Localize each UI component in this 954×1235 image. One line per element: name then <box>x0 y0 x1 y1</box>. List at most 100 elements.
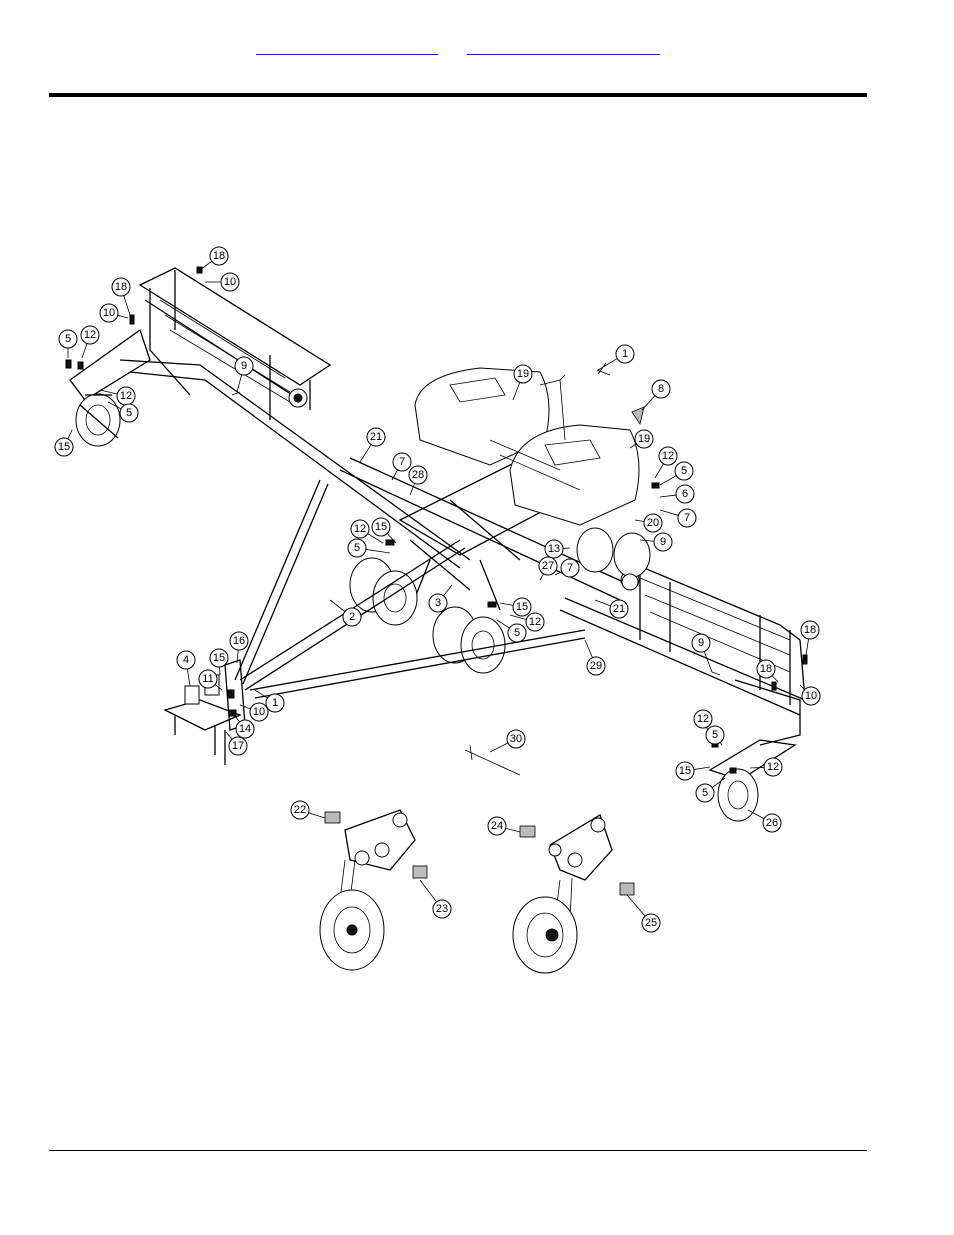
callout-circle <box>290 800 310 820</box>
right-wing-boom <box>559 559 806 746</box>
callout-circle <box>512 597 532 617</box>
callout-number: 18 <box>760 663 772 675</box>
callout-number: 12 <box>767 761 779 773</box>
callout-number: 7 <box>399 456 405 468</box>
callout-number: 18 <box>213 250 225 262</box>
callout-number: 10 <box>224 276 236 288</box>
callout-number: 6 <box>682 488 688 500</box>
callout-leader <box>67 429 73 440</box>
callout-number: 13 <box>548 543 560 555</box>
callout-5: 5 <box>347 538 391 558</box>
callout-circle <box>119 403 139 423</box>
callout-number: 24 <box>491 820 503 832</box>
callout-circle <box>209 246 229 266</box>
callout-leader <box>554 571 563 576</box>
callout-leader <box>236 374 243 393</box>
callout-leader <box>594 599 611 607</box>
callout-5: 5 <box>107 401 139 423</box>
callout-circle <box>513 364 533 384</box>
callout-number: 5 <box>712 729 718 741</box>
callout-leader <box>329 599 346 612</box>
callout-circle <box>342 607 362 627</box>
callout-12: 12 <box>509 612 545 632</box>
callout-circle <box>99 303 119 323</box>
callout-21: 21 <box>359 427 386 463</box>
callout-9: 9 <box>234 356 254 393</box>
callout-29: 29 <box>584 639 606 676</box>
callout-circle <box>487 816 507 836</box>
callout-1: 1 <box>597 344 635 371</box>
callout-12: 12 <box>693 709 714 743</box>
callout-number: 17 <box>232 740 244 752</box>
callout-15: 15 <box>675 761 711 781</box>
callout-number: 15 <box>375 521 387 533</box>
callout-leader <box>186 668 191 687</box>
callout-circle <box>371 517 391 537</box>
top-rule <box>49 93 867 97</box>
callout-leader <box>539 573 544 581</box>
callout-leader <box>308 812 326 819</box>
callout-leader <box>641 395 656 411</box>
callout-12: 12 <box>749 757 783 777</box>
callout-leader <box>391 469 398 481</box>
callout-number: 4 <box>183 654 189 666</box>
callout-number: 11 <box>202 673 213 685</box>
callout-6: 6 <box>659 484 695 504</box>
callout-leader <box>239 704 251 710</box>
callout-leader <box>626 894 646 917</box>
callout-number: 5 <box>514 627 520 639</box>
callout-leader <box>107 401 122 410</box>
callout-7: 7 <box>391 452 412 481</box>
callout-10: 10 <box>239 702 269 722</box>
callout-number: 1 <box>622 348 628 360</box>
callout-leader <box>489 742 509 753</box>
callout-number: 12 <box>662 450 674 462</box>
callout-number: 30 <box>510 733 522 745</box>
callout-5: 5 <box>705 725 725 746</box>
callout-leader <box>386 533 397 544</box>
callout-circle <box>234 356 254 376</box>
callout-17: 17 <box>225 731 248 756</box>
callout-circle <box>235 719 255 739</box>
callout-15: 15 <box>209 648 229 676</box>
callout-number: 1 <box>272 697 278 709</box>
callout-23: 23 <box>419 879 452 919</box>
callout-25: 25 <box>626 894 661 933</box>
header-link-2[interactable] <box>467 38 660 55</box>
callout-1: 1 <box>254 689 285 713</box>
callout-circle <box>756 659 776 679</box>
callout-number: 12 <box>697 713 709 725</box>
callout-number: 25 <box>645 917 657 929</box>
callout-leader <box>749 766 765 769</box>
callout-circle <box>507 623 527 643</box>
callout-number: 28 <box>412 469 424 481</box>
callout-circle <box>762 813 782 833</box>
callout-circle <box>544 539 564 559</box>
callout-circle <box>651 379 671 399</box>
callout-12: 12 <box>99 386 136 406</box>
callout-leader <box>771 675 779 683</box>
callout-leader <box>597 358 618 371</box>
callout-leader <box>123 295 131 316</box>
hardware-marks <box>65 266 808 776</box>
callout-leader <box>254 689 268 699</box>
header-link-1[interactable] <box>256 38 438 55</box>
callout-circle <box>54 437 74 457</box>
callout-circle <box>705 725 725 745</box>
left-wing-boom <box>119 267 471 569</box>
callout-leader <box>805 638 809 656</box>
callout-circle <box>634 429 654 449</box>
tanks <box>414 367 640 526</box>
callout-leader <box>199 261 212 271</box>
callout-number: 29 <box>590 660 602 672</box>
callout-circle <box>506 729 526 749</box>
callout-18: 18 <box>199 246 229 271</box>
callout-5: 5 <box>695 777 726 803</box>
callout-circle <box>675 761 695 781</box>
callout-number: 19 <box>517 368 529 380</box>
callout-circle <box>408 465 428 485</box>
callout-leader <box>703 651 713 673</box>
callout-leader <box>634 519 645 522</box>
callout-circle <box>693 709 713 729</box>
callout-number: 7 <box>567 562 573 574</box>
